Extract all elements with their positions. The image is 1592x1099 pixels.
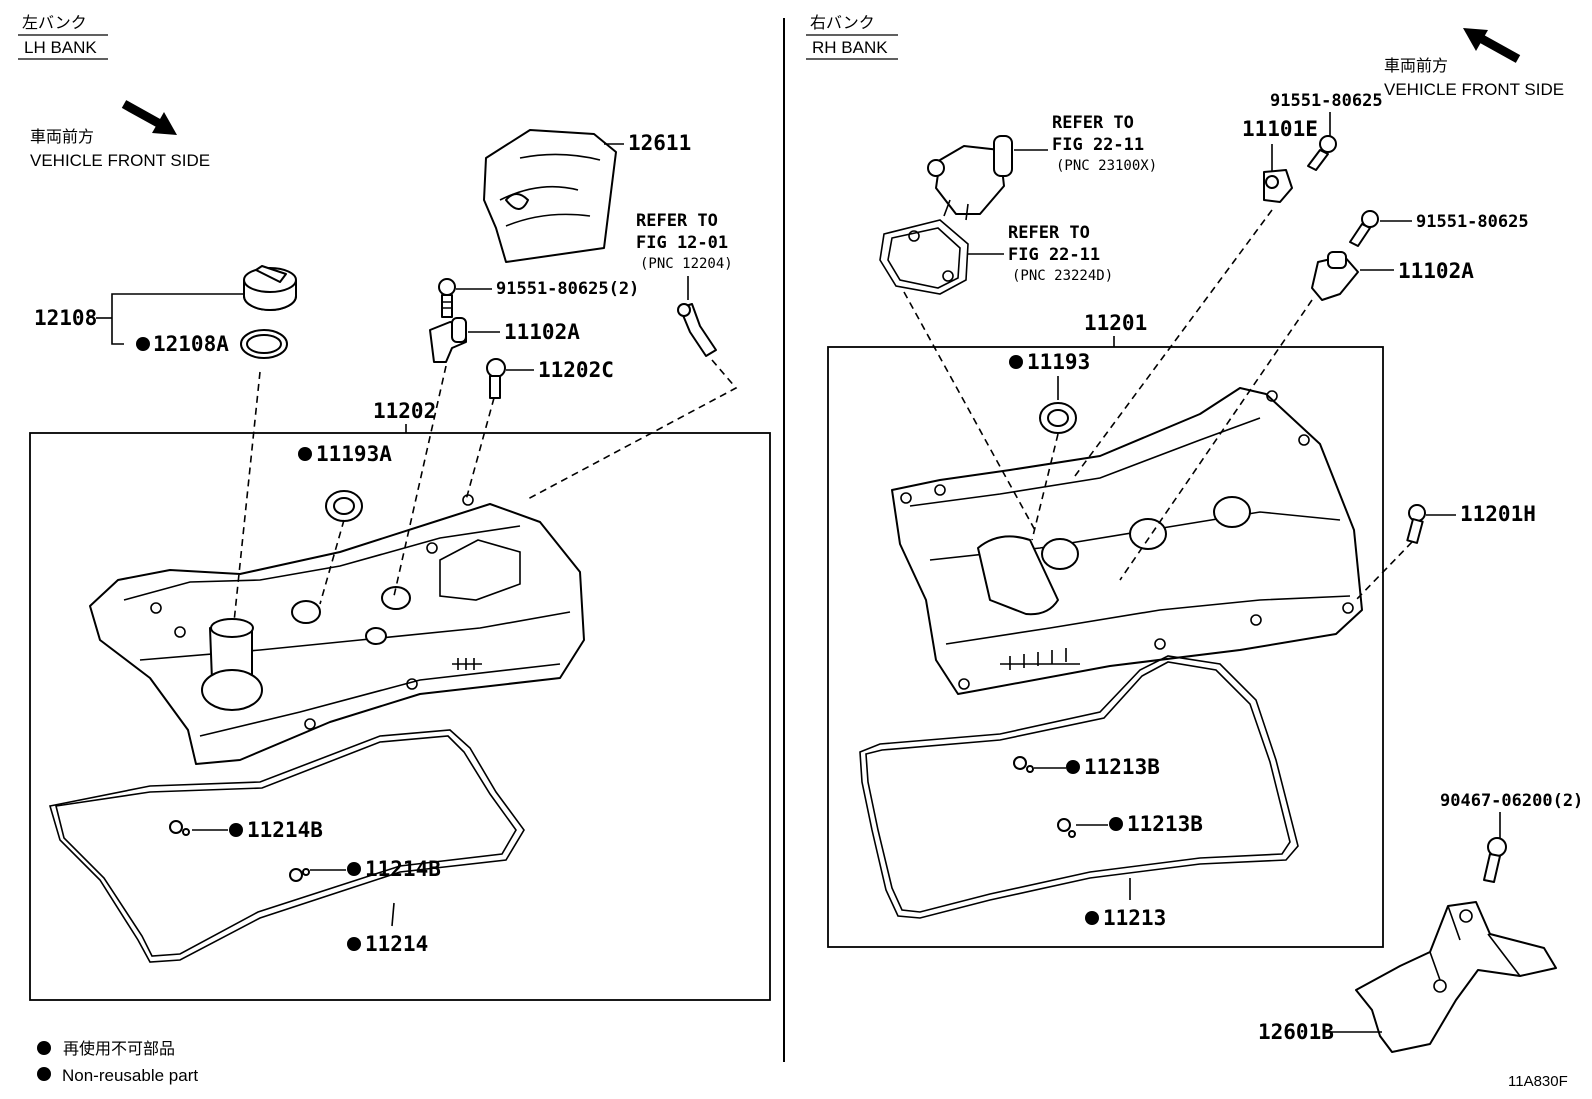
rh-refer-a-l2: FIG 22-11 [1052, 135, 1144, 155]
lh-refer-l2: FIG 12-01 [636, 233, 728, 253]
lh-assembly-frame [29, 432, 771, 1001]
engine-cover-icon [483, 129, 617, 263]
lh-front-jp: 車両前方 [30, 127, 94, 146]
lh-front-arrow-icon [121, 100, 177, 135]
rh-bank-en: RH BANK [812, 38, 888, 57]
cam-position-sensor-icon [429, 317, 467, 363]
lh-cylinder-head-cover-icon [89, 494, 585, 765]
lh-head-cover-gasket-icon [48, 729, 525, 963]
grommet-icon [1013, 756, 1034, 773]
lh-label-11202: 11202 [373, 399, 436, 423]
figure-code: 11A830F [1508, 1073, 1568, 1090]
rh-label-11213: 11213 [1103, 906, 1166, 930]
lh-label-11202c: 11202C [538, 358, 614, 382]
non-reusable-dot-icon [1109, 817, 1123, 831]
rh-front-arrow-icon [1463, 28, 1521, 63]
non-reusable-dot-icon [1009, 355, 1023, 369]
bolt-icon [438, 278, 456, 318]
bolt-icon [1406, 504, 1426, 544]
lh-label-11102a-lh: 11102A [504, 320, 580, 344]
lh-refer-l3: (PNC 12204) [640, 256, 733, 272]
rh-label-91551-a: 91551-80625 [1270, 91, 1383, 111]
lh-bank-header: 左バンク LH BANK [18, 13, 108, 60]
non-reusable-dot-icon [347, 937, 361, 951]
grommet-icon [289, 868, 310, 882]
lh-label-12108: 12108 [34, 306, 97, 330]
rh-front-en: VEHICLE FRONT SIDE [1384, 80, 1564, 99]
non-reusable-dot-icon [298, 447, 312, 461]
lh-refer-l1: REFER TO [636, 211, 718, 231]
oil-seal-icon [325, 490, 363, 522]
non-reusable-dot-icon [347, 862, 361, 876]
rh-head-cover-gasket-icon [859, 655, 1299, 919]
rh-cylinder-head-cover-icon [891, 387, 1363, 695]
rh-bank-header: 右バンク RH BANK [806, 13, 898, 60]
non-reusable-dot-icon [229, 823, 243, 837]
lh-label-11193a: 11193A [316, 442, 392, 466]
rh-label-11213b-2: 11213B [1127, 812, 1203, 836]
rh-front-jp: 車両前方 [1384, 56, 1448, 75]
grommet-icon [1057, 818, 1076, 838]
legend-en: Non-reusable part [62, 1066, 198, 1085]
rh-refer-a-l1: REFER TO [1052, 113, 1134, 133]
legend-dot-icon [37, 1067, 51, 1081]
bolt-icon [1349, 210, 1379, 247]
valve-gasket-icon [879, 219, 969, 295]
cam-position-sensor-icon [1311, 251, 1359, 301]
rh-refer-b-l3: (PNC 23224D) [1012, 268, 1113, 284]
oil-filler-cap-icon [243, 265, 297, 311]
lh-label-91551: 91551-80625(2) [496, 279, 639, 299]
grommet-icon [169, 820, 190, 836]
lh-bank-en: LH BANK [24, 38, 97, 57]
rh-label-11201: 11201 [1084, 311, 1147, 335]
ignition-sensor-plug-icon [677, 303, 717, 357]
rh-assembly-frame [827, 346, 1384, 948]
rh-label-11101e: 11101E [1242, 117, 1318, 141]
lh-label-11214: 11214 [365, 932, 428, 956]
rh-refer-b-l2: FIG 22-11 [1008, 245, 1100, 265]
lh-bank-jp: 左バンク [22, 13, 87, 32]
lh-label-12611: 12611 [628, 131, 691, 155]
non-reusable-dot-icon [136, 337, 150, 351]
legend-dot-icon [37, 1041, 51, 1055]
lh-label-11214b-1: 11214B [247, 818, 323, 842]
lh-label-11214b-2: 11214B [365, 857, 441, 881]
non-reusable-dot-icon [1066, 760, 1080, 774]
clip-bolt-icon [1483, 837, 1507, 883]
lh-front-en: VEHICLE FRONT SIDE [30, 151, 210, 170]
bolt-icon [1307, 135, 1337, 171]
rh-label-91551-b: 91551-80625 [1416, 212, 1529, 232]
rh-label-90467: 90467-06200(2) [1440, 791, 1583, 811]
legend-jp: 再使用不可部品 [63, 1039, 175, 1058]
filler-gasket-icon [240, 329, 288, 359]
non-reusable-dot-icon [1085, 911, 1099, 925]
oil-seal-icon [1039, 402, 1077, 434]
rh-label-11213b-1: 11213B [1084, 755, 1160, 779]
lh-label-12108a: 12108A [153, 332, 229, 356]
rh-label-12601b: 12601B [1258, 1020, 1334, 1044]
rh-bank-jp: 右バンク [810, 13, 875, 32]
engine-mount-bracket-icon [1355, 901, 1557, 1053]
rh-label-11102a-rh: 11102A [1398, 259, 1474, 283]
cam-position-sensor-icon [1263, 169, 1293, 203]
rh-refer-b-l1: REFER TO [1008, 223, 1090, 243]
stud-bolt-icon [486, 358, 506, 399]
rh-label-11201h: 11201H [1460, 502, 1536, 526]
vacuum-switching-valve-icon [927, 135, 1013, 221]
rh-label-11193: 11193 [1027, 350, 1090, 374]
rh-refer-a-l3: (PNC 23100X) [1056, 158, 1157, 174]
